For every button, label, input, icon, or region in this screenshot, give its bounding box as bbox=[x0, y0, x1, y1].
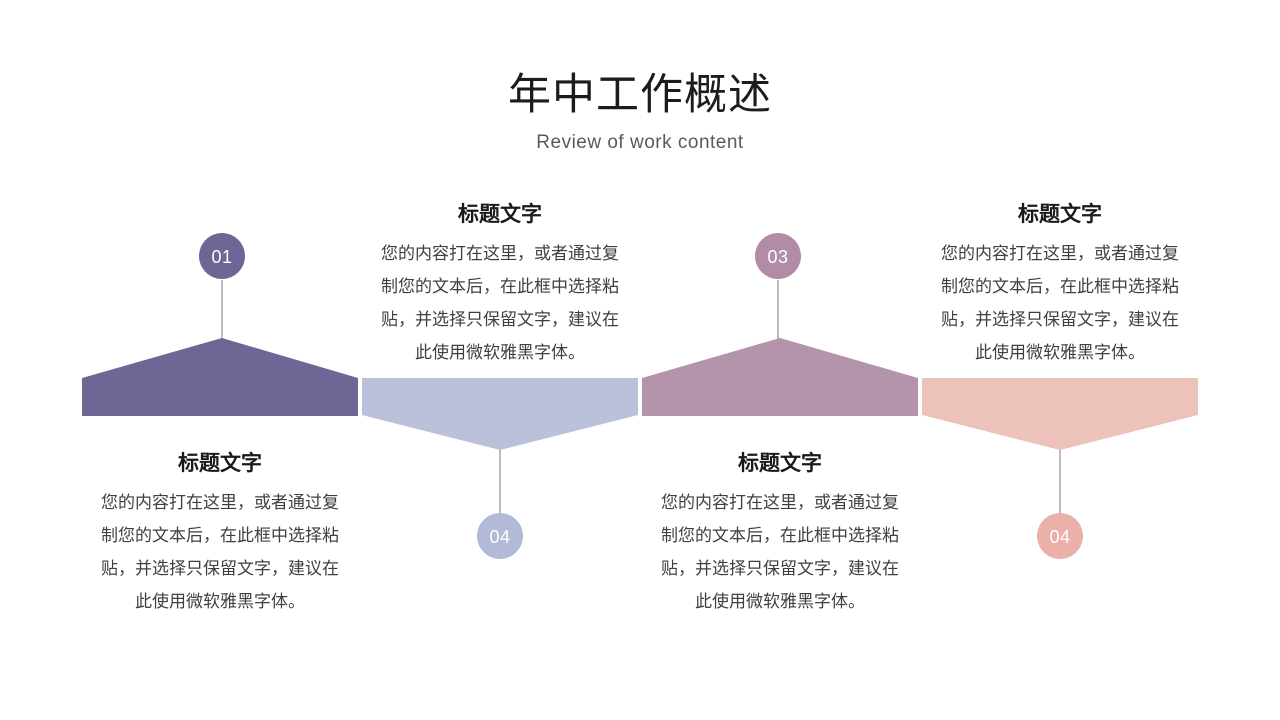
section-1-title: 标题文字 bbox=[178, 452, 262, 475]
slide-title: 年中工作概述 bbox=[508, 72, 772, 119]
section-4-body: 您的内容打在这里，或者通过复 制您的文本后，在此框中选择粘 贴，并选择只保留文字… bbox=[941, 244, 1179, 362]
section-4-title: 标题文字 bbox=[1018, 203, 1102, 226]
shape-1-pentagon-up bbox=[82, 338, 358, 416]
step-circle-1 bbox=[199, 233, 245, 279]
section-1-body: 您的内容打在这里，或者通过复 制您的文本后，在此框中选择粘 贴，并选择只保留文字… bbox=[101, 493, 339, 611]
section-4-text-block: 标题文字 您的内容打在这里，或者通过复 制您的文本后，在此框中选择粘 贴，并选择… bbox=[928, 203, 1192, 369]
section-3-body: 您的内容打在这里，或者通过复 制您的文本后，在此框中选择粘 贴，并选择只保留文字… bbox=[661, 493, 899, 611]
step-circle-4 bbox=[1037, 513, 1083, 559]
step-number-4: 04 bbox=[1049, 527, 1070, 547]
shape-4-pentagon-down bbox=[922, 378, 1198, 450]
section-3-text-block: 标题文字 您的内容打在这里，或者通过复 制您的文本后，在此框中选择粘 贴，并选择… bbox=[648, 452, 912, 618]
step-number-2: 04 bbox=[489, 527, 510, 547]
section-2-title: 标题文字 bbox=[458, 203, 542, 226]
step-circle-2 bbox=[477, 513, 523, 559]
section-3-title: 标题文字 bbox=[738, 452, 822, 475]
step-number-3: 03 bbox=[767, 247, 788, 267]
section-1-text-block: 标题文字 您的内容打在这里，或者通过复 制您的文本后，在此框中选择粘 贴，并选择… bbox=[88, 452, 352, 618]
shape-2-pentagon-down bbox=[362, 378, 638, 450]
section-2-text-block: 标题文字 您的内容打在这里，或者通过复 制您的文本后，在此框中选择粘 贴，并选择… bbox=[368, 203, 632, 369]
step-number-1: 01 bbox=[211, 247, 232, 267]
section-2-body: 您的内容打在这里，或者通过复 制您的文本后，在此框中选择粘 贴，并选择只保留文字… bbox=[381, 244, 619, 362]
step-circle-3 bbox=[755, 233, 801, 279]
shape-3-pentagon-up bbox=[642, 338, 918, 416]
slide-subtitle: Review of work content bbox=[536, 132, 744, 153]
